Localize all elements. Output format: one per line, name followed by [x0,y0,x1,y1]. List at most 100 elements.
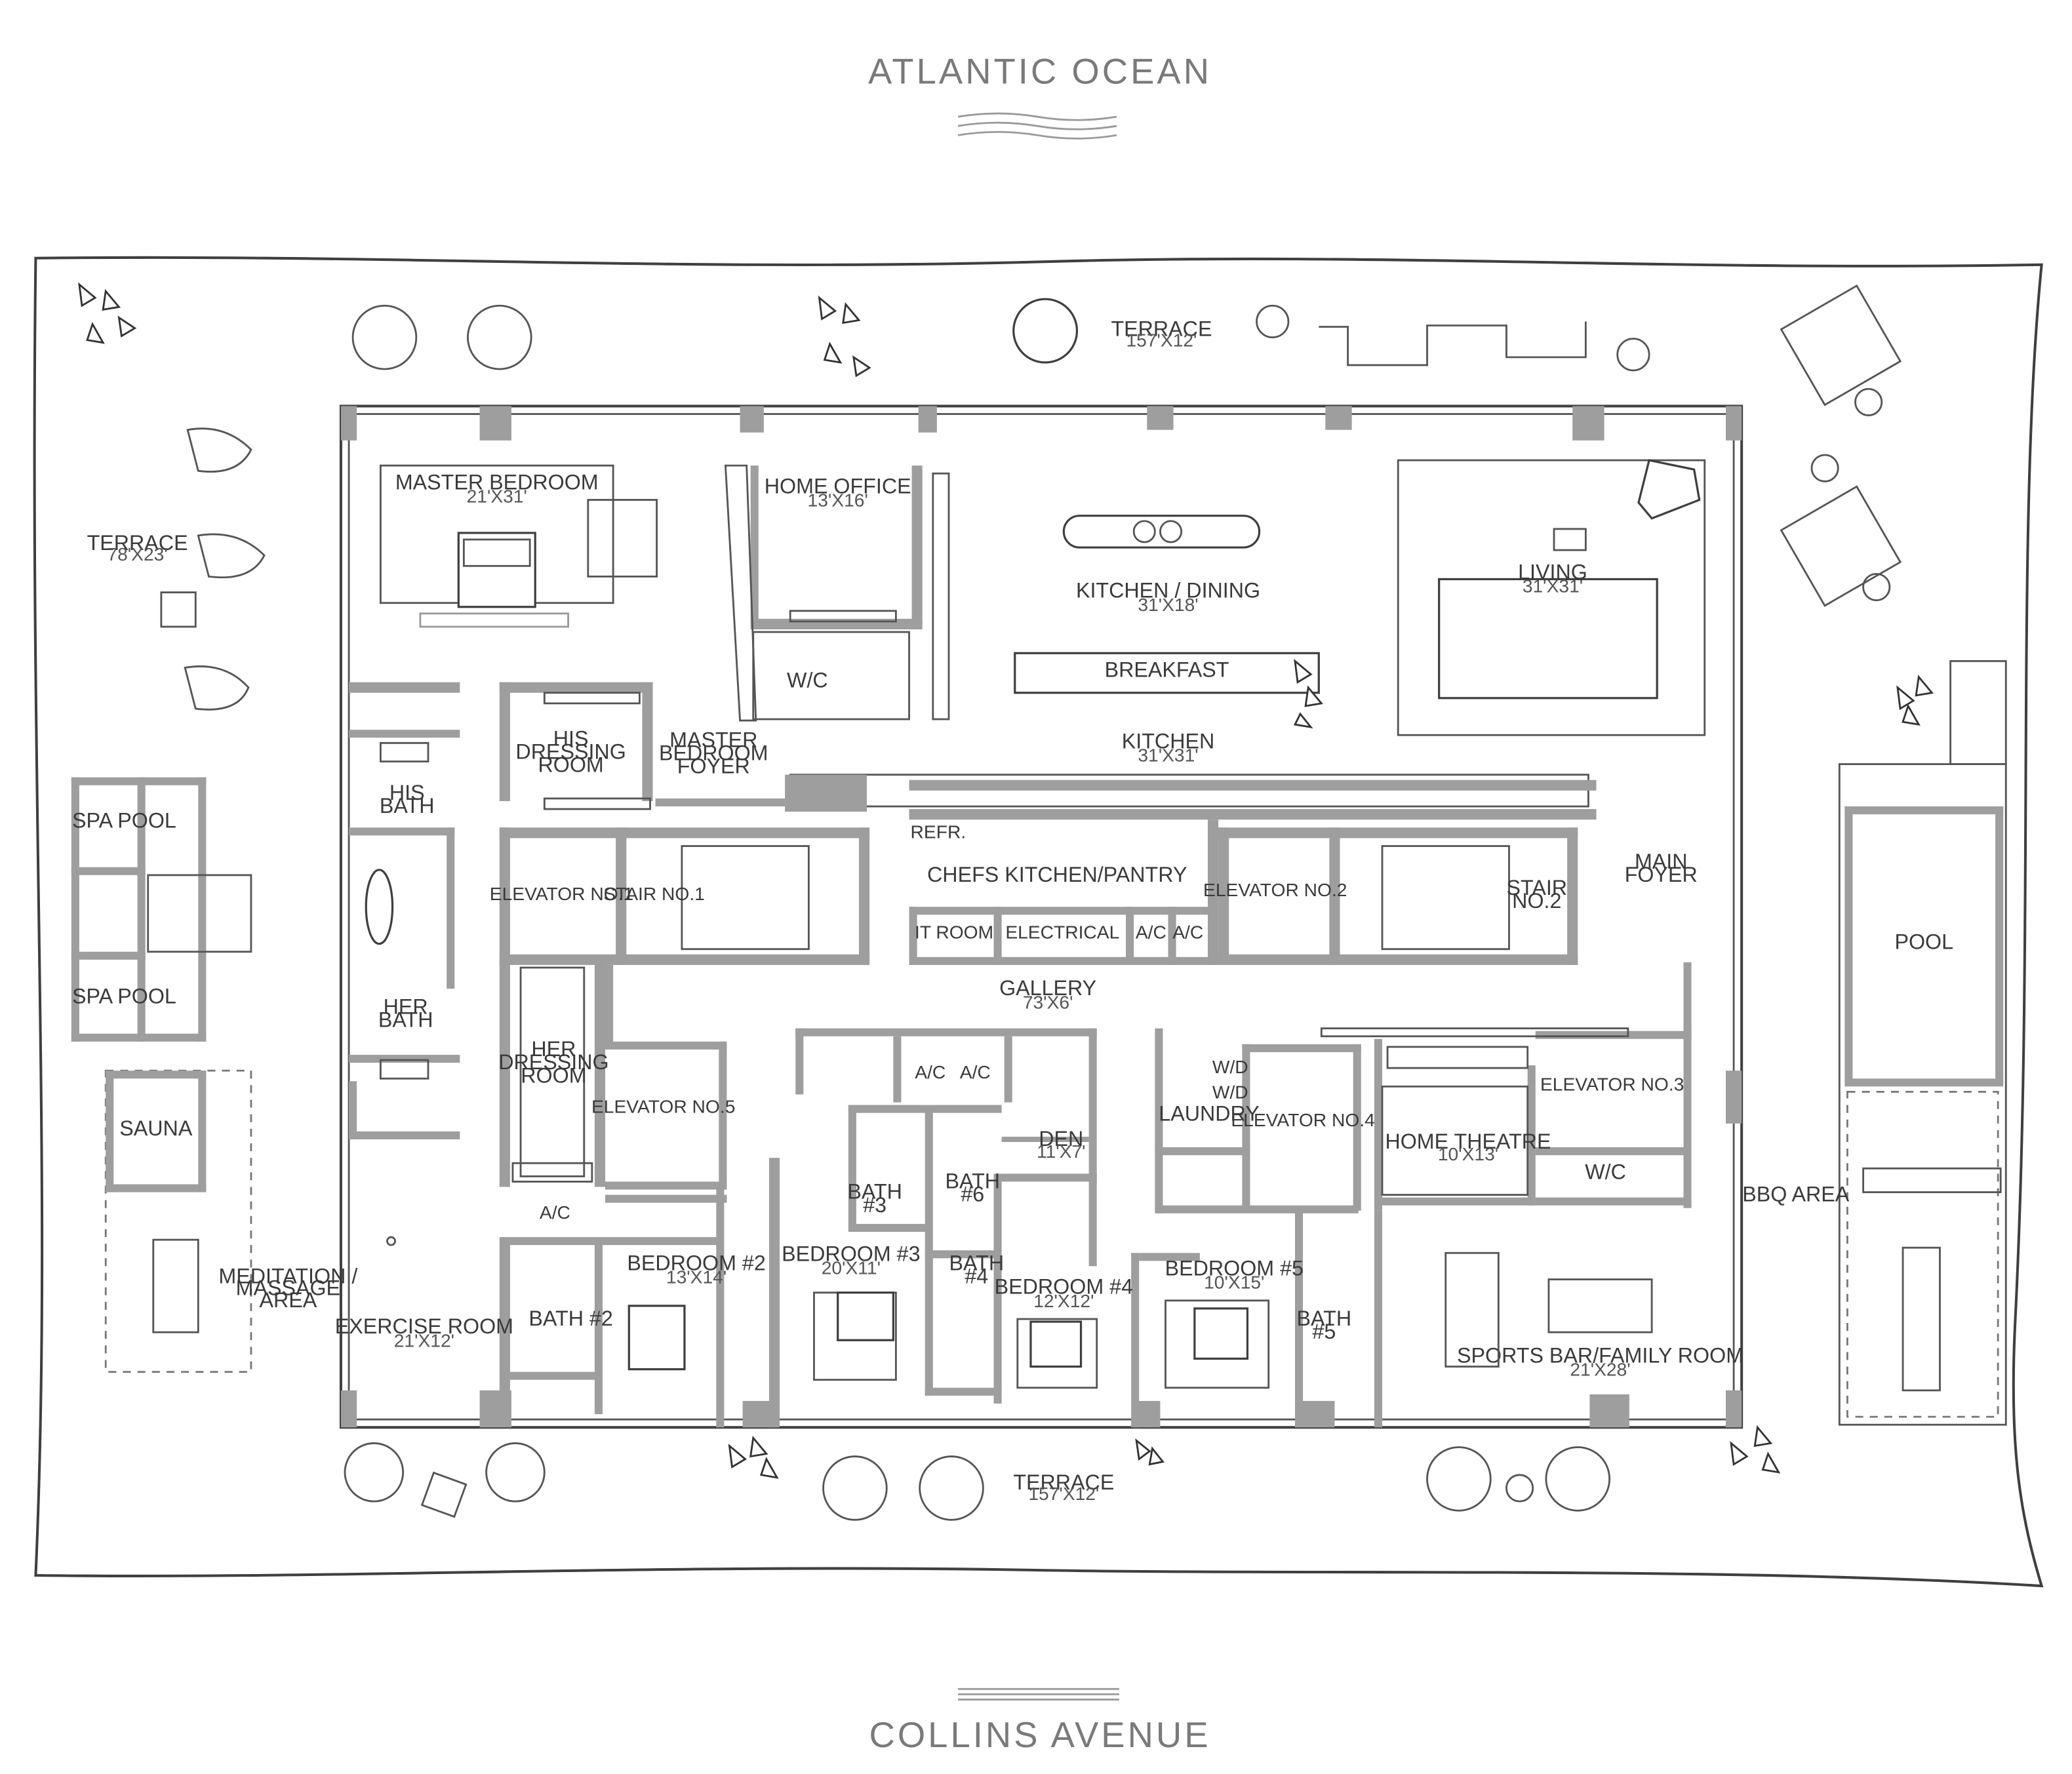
elevator-2-label: ELEVATOR NO.2 [1203,879,1347,900]
home-theatre-dim: 10'X13' [1438,1143,1498,1164]
bath-6-l1: BATH [945,1169,1000,1193]
master-foyer-l1: MASTER [669,728,757,751]
master-foyer-l3: FOYER [677,755,750,778]
terrace-north-label: TERRACE [1111,317,1212,341]
kitchen-dim: 31'X31' [1138,745,1198,766]
master-foyer-l2: BEDROOM [659,741,768,765]
gallery-dim: 73'X6' [1023,991,1073,1012]
bath-3-l1: BATH [847,1180,902,1204]
building-outline [339,404,1743,1429]
terrace-north-dim: 157'X12' [1126,330,1197,351]
his-bath-l1: HIS [389,781,425,804]
main-foyer-l2: FOYER [1625,863,1698,886]
home-office-label: HOME OFFICE [765,474,911,498]
ac-5-label: A/C [540,1202,570,1223]
meditation-l1: MEDITATION / [218,1265,357,1288]
ocean-waves-icon [957,112,1117,140]
terrace-south-dim: 157'X12' [1028,1483,1099,1504]
her-dressing-l2: DRESSING [498,1050,608,1074]
bath-3-l2: #3 [863,1193,887,1217]
north-label: ATLANTIC OCEAN [868,52,1212,92]
elevator-1-label: ELEVATOR NO.1 [490,883,633,904]
dining-table [1062,515,1261,549]
her-bath-l1: HER [384,995,428,1018]
master-bedroom-dim: 21'X31' [467,486,527,507]
electrical-label: ELECTRICAL [1005,922,1119,943]
plant-icon [1896,675,1934,726]
ac-3-label: A/C [915,1061,946,1082]
home-office [724,464,950,722]
bedroom-5-label: BEDROOM #5 [1165,1257,1304,1280]
breakfast-counter [1014,652,1320,694]
kitchen-label: KITCHEN [1122,729,1214,753]
pool-label: POOL [1894,930,1953,954]
kitchen-dining-dim: 31'X18' [1138,594,1198,615]
laundry-label: LAUNDRY [1159,1102,1259,1126]
plant-icon [818,295,871,378]
bath-4-l1: BATH [949,1251,1005,1274]
his-dressing-l2: DRESSING [515,740,626,764]
bath-5-l2: #5 [1312,1320,1336,1343]
core-walls [349,682,1692,1428]
bedroom-4-label: BEDROOM #4 [995,1275,1133,1299]
spa-pool-1-label: SPA POOL [72,808,176,832]
sports-bar-dim: 21'X28' [1570,1359,1630,1380]
ac-4-label: A/C [960,1061,991,1082]
pool-area [1838,660,2007,1426]
bedroom-5-dim: 10'X15' [1204,1272,1264,1293]
gallery-label: GALLERY [999,976,1096,1000]
bedroom-4-dim: 12'X12' [1033,1290,1094,1311]
elevator-4-label: ELEVATOR NO.4 [1231,1109,1374,1130]
her-dressing-l1: HER [531,1037,576,1061]
his-dressing-l3: ROOM [538,753,603,777]
columns [340,406,1742,1428]
home-theatre-label: HOME THEATRE [1385,1130,1551,1153]
plant-icon [728,1436,779,1479]
elevator-5-label: ELEVATOR NO.5 [591,1096,735,1117]
living-dim: 31'X31' [1523,576,1583,597]
plant-icon [1293,659,1323,729]
beds [386,1236,1653,1389]
south-label: COLLINS AVENUE [869,1715,1211,1755]
his-dressing-l1: HIS [553,726,589,750]
bedroom-2-dim: 13'X14' [666,1267,727,1288]
meditation-l3: AREA [259,1288,317,1312]
her-dressing-l3: ROOM [521,1063,586,1087]
terrace-south-label: TERRACE [1013,1470,1114,1494]
main-foyer-l1: MAIN [1635,850,1688,873]
exercise-label: EXERCISE ROOM [335,1314,513,1338]
living-room [1397,459,1706,736]
chefs-kitchen-label: CHEFS KITCHEN/PANTRY [927,863,1187,886]
her-bath-l2: BATH [378,1008,433,1032]
den-dim: 11'X7' [1037,1141,1086,1162]
street-lines-icon [958,1687,1119,1701]
terrace-boundary [33,256,2044,1588]
wc-elev3-label: W/C [1585,1160,1626,1183]
bedroom-2-label: BEDROOM #2 [627,1251,765,1274]
bath-2-label: BATH #2 [528,1307,612,1330]
breakfast-label: BREAKFAST [1105,658,1229,682]
outdoor-furniture [160,284,1902,1521]
bath-6-l2: #6 [961,1183,984,1206]
bath-4-l2: #4 [965,1265,988,1288]
sauna-label: SAUNA [119,1116,193,1140]
bath-fixtures [365,741,429,1080]
plant-icon [1135,1438,1165,1466]
elevator-3-label: ELEVATOR NO.3 [1540,1073,1684,1094]
bedroom-3-dim: 20'X11' [822,1257,881,1278]
wc-office-label: W/C [787,669,828,692]
ac-1-label: A/C [1136,922,1166,943]
plant-icon [78,282,137,344]
bedroom-3-label: BEDROOM #3 [782,1242,920,1265]
spa-area [71,777,252,1373]
wd-2-label: W/D [1212,1081,1248,1102]
exercise-dim: 21'X12' [394,1330,454,1350]
sports-bar-label: SPORTS BAR/FAMILY ROOM [1457,1344,1743,1368]
ac-2-label: A/C [1172,922,1203,943]
terrace-west-label: TERRACE [87,531,188,555]
refr-label: REFR. [911,821,966,842]
meditation-l2: MASSAGE [236,1276,340,1300]
his-bath-l2: BATH [380,794,435,818]
living-label: LIVING [1518,560,1587,583]
